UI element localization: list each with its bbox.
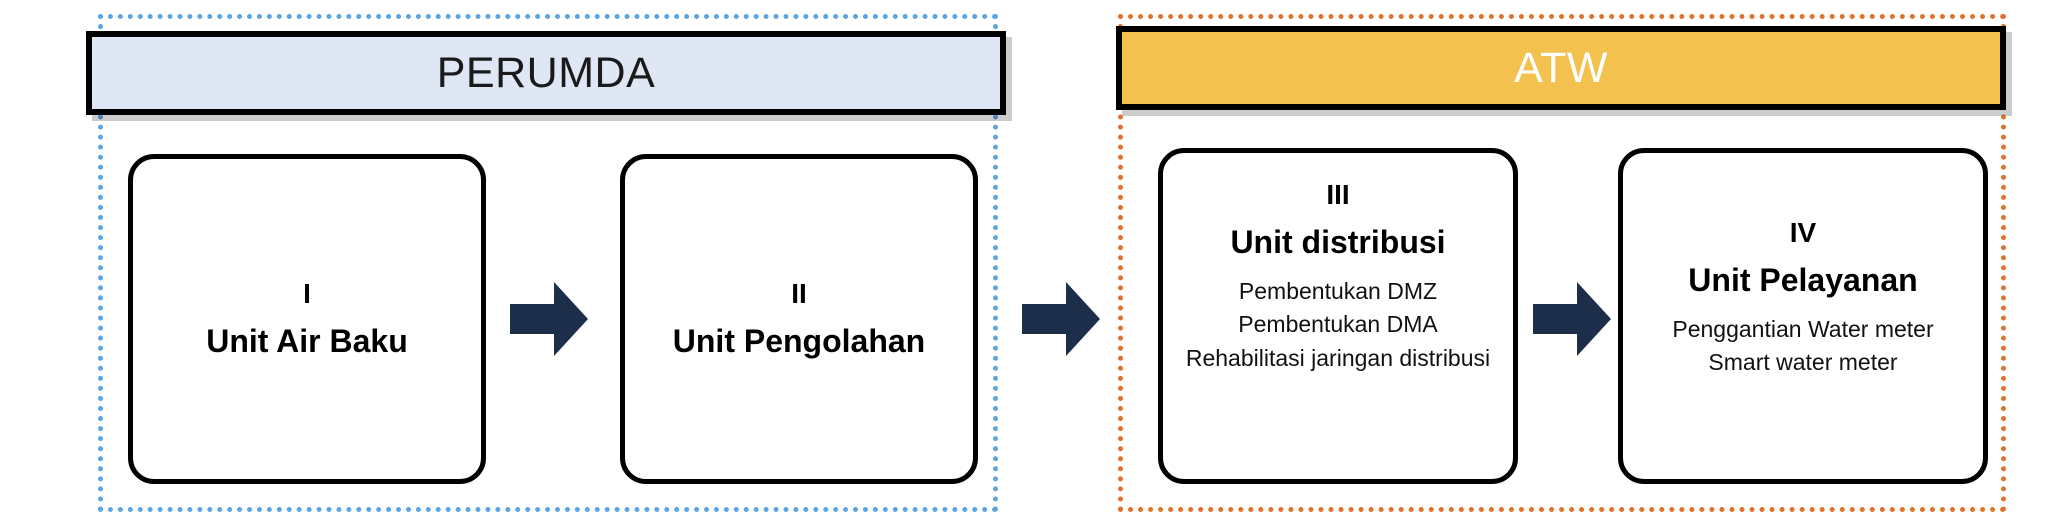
arrow-right-icon-perumda-internal bbox=[510, 282, 588, 356]
unit-box-iv-roman: IV bbox=[1789, 217, 1817, 248]
unit-box-i-title: Unit Air Baku bbox=[206, 322, 408, 359]
unit-box-iv-subitem-1: Penggantian Water meter bbox=[1672, 315, 1934, 342]
arrow-right-icon-perumda-to-atw bbox=[1022, 282, 1100, 356]
unit-box-iii-title: Unit distribusi bbox=[1230, 224, 1446, 260]
unit-box-ii-roman: II bbox=[791, 277, 807, 309]
group-perumda-boundary bbox=[98, 14, 998, 512]
header-perumda-label: PERUMDA bbox=[436, 48, 656, 97]
header-perumda: PERUMDA bbox=[86, 31, 1006, 115]
unit-box-iii-sublist: Pembentukan DMZ Pembentukan DMA Rehabili… bbox=[1186, 276, 1490, 375]
unit-box-i: I Unit Air Baku bbox=[128, 154, 486, 484]
arrow-right-icon-atw-internal bbox=[1533, 282, 1611, 356]
unit-box-iv-sublist: Penggantian Water meter Smart water mete… bbox=[1672, 314, 1933, 379]
unit-box-iii-subitem-3: Rehabilitasi jaringan distribusi bbox=[1185, 345, 1491, 372]
unit-box-ii: II Unit Pengolahan bbox=[620, 154, 978, 484]
unit-box-i-roman: I bbox=[303, 277, 311, 309]
unit-box-iv-title: Unit Pelayanan bbox=[1688, 262, 1918, 298]
unit-box-iii-roman: III bbox=[1326, 179, 1350, 210]
unit-box-iv: IV Unit Pelayanan Penggantian Water mete… bbox=[1618, 148, 1988, 484]
unit-box-iv-subitem-2: Smart water meter bbox=[1708, 349, 1898, 376]
header-atw-label: ATW bbox=[1514, 43, 1608, 92]
unit-box-ii-title: Unit Pengolahan bbox=[672, 322, 926, 359]
header-atw: ATW bbox=[1116, 26, 2006, 110]
unit-box-iii-subitem-1: Pembentukan DMZ bbox=[1238, 277, 1438, 304]
unit-box-iii-subitem-2: Pembentukan DMA bbox=[1238, 311, 1438, 338]
group-atw-boundary bbox=[1118, 14, 2006, 512]
unit-box-iii: III Unit distribusi Pembentukan DMZ Pemb… bbox=[1158, 148, 1518, 484]
